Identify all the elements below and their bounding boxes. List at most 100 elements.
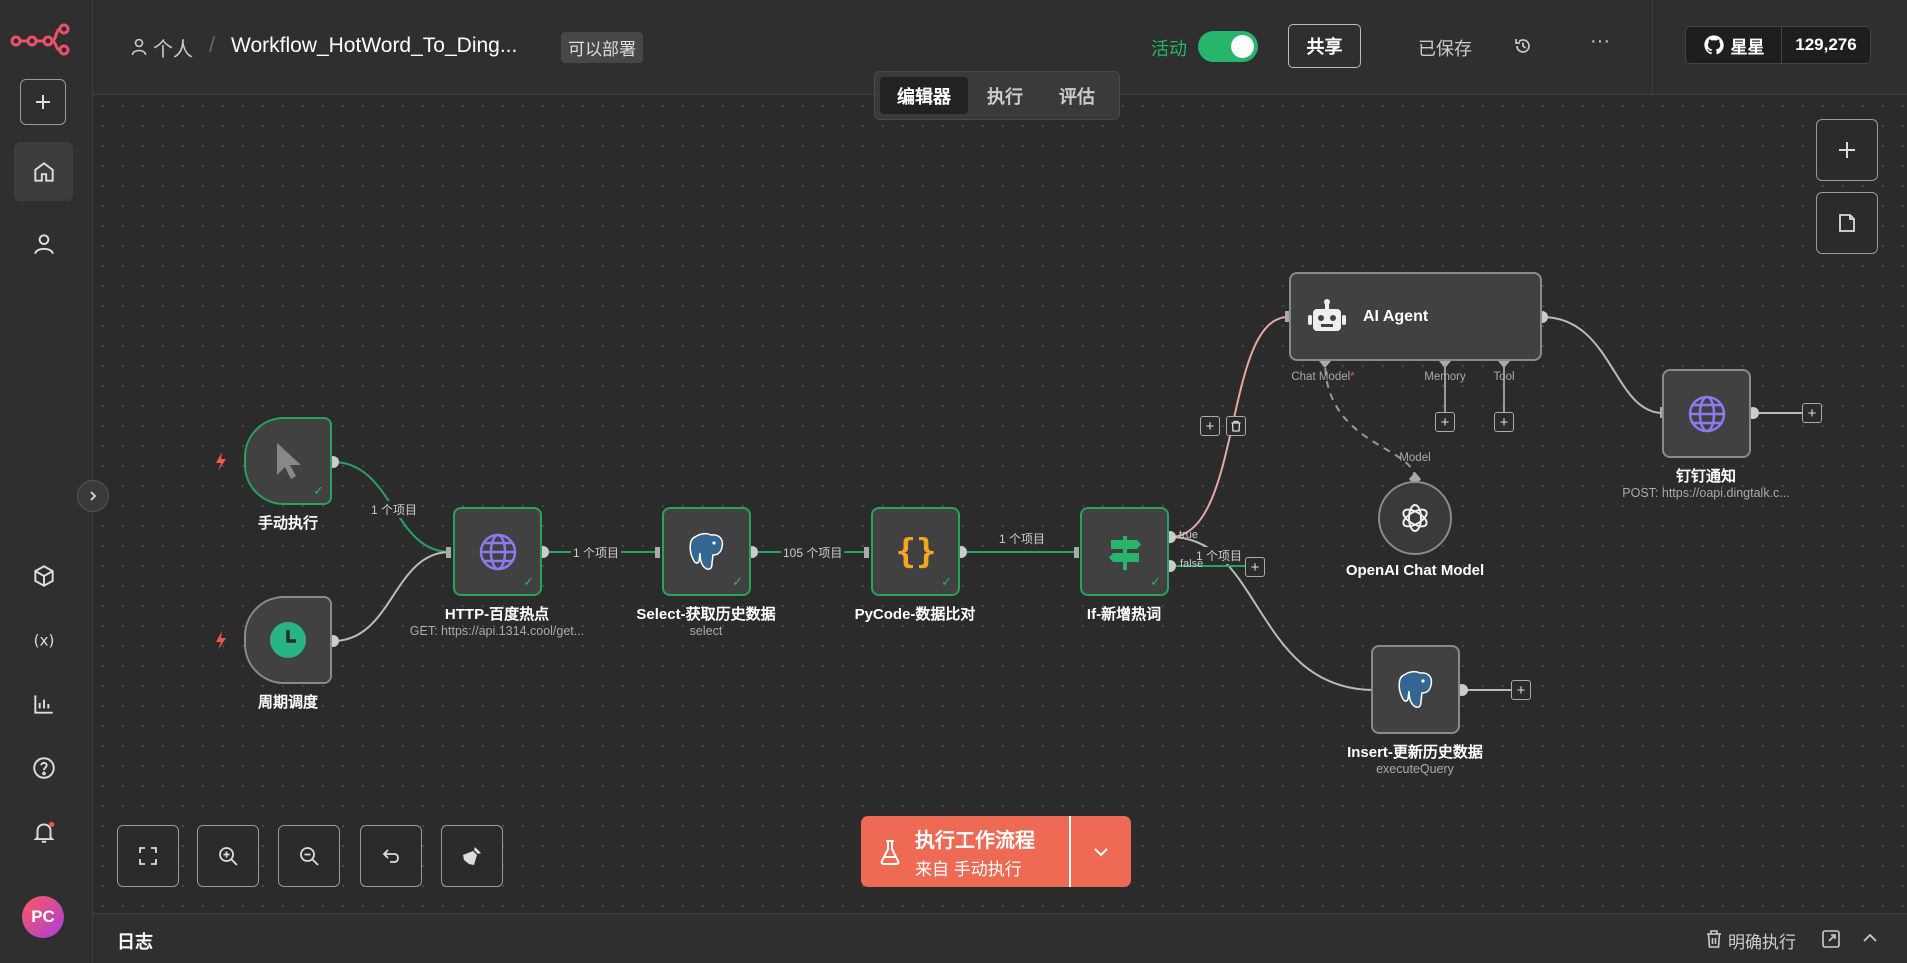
notifications-button[interactable]	[14, 802, 73, 861]
header-divider	[1652, 0, 1653, 95]
tab-editor[interactable]: 编辑器	[880, 77, 968, 114]
workflow-name[interactable]: Workflow_HotWord_To_Ding...	[231, 34, 518, 57]
execute-workflow-main[interactable]: 执行工作流程 来自 手动执行	[861, 816, 1071, 887]
github-stars-button[interactable]: 星星 129,276	[1685, 26, 1871, 64]
trash-icon[interactable]	[1705, 929, 1723, 949]
node-dingding-http[interactable]	[1662, 369, 1751, 458]
chevron-up-icon[interactable]	[1862, 932, 1878, 944]
logs-label: 日志	[117, 932, 153, 952]
node-if[interactable]: ✓	[1080, 507, 1169, 596]
dingding-add-button[interactable]: +	[1802, 403, 1822, 423]
tidy-up-button[interactable]	[441, 825, 503, 887]
clear-execution-button[interactable]: 明确执行	[1728, 933, 1796, 952]
success-check-icon: ✓	[523, 574, 534, 589]
clock-icon	[270, 622, 306, 658]
node-http-subtitle: GET: https://api.1314.cool/get...	[409, 624, 585, 638]
add-tool-button[interactable]: +	[1494, 412, 1514, 432]
view-tabs: 编辑器 执行 评估	[874, 71, 1120, 120]
flask-icon	[880, 839, 900, 865]
node-schedule-trigger[interactable]	[244, 596, 332, 684]
bell-icon	[33, 821, 54, 843]
trigger-bolt-icon-2	[216, 631, 226, 650]
node-postgres-select[interactable]: ✓	[662, 507, 751, 596]
tab-executions[interactable]: 执行	[987, 86, 1023, 107]
success-check-icon: ✓	[313, 483, 324, 498]
breadcrumb-separator: /	[209, 32, 216, 57]
sidebar-expand-button[interactable]	[77, 480, 109, 512]
users-button[interactable]	[14, 214, 73, 273]
execute-workflow-button[interactable]: 执行工作流程 来自 手动执行	[861, 816, 1131, 887]
execute-options-dropdown[interactable]	[1071, 816, 1131, 887]
avatar-initials: PC	[31, 907, 55, 926]
zoom-out-button[interactable]	[278, 825, 340, 887]
edge-delete-button[interactable]	[1226, 416, 1246, 436]
if-false-add-button[interactable]: +	[1245, 557, 1265, 577]
edge-add-node-button[interactable]: +	[1200, 416, 1220, 436]
node-postgres-insert[interactable]	[1371, 645, 1460, 734]
add-button[interactable]	[20, 79, 66, 125]
logs-panel-bar[interactable]: 日志 明确执行	[93, 913, 1907, 963]
execute-workflow-subtitle: 来自 手动执行	[915, 859, 1022, 879]
person-icon	[131, 38, 147, 56]
robot-icon	[1308, 298, 1346, 331]
node-schedule-label: 周期调度	[257, 694, 319, 711]
edge-label-http-select: 1 个项目	[571, 544, 622, 561]
if-true-port-label: true	[1179, 529, 1198, 541]
workflow-canvas[interactable]: 1 个项目 1 个项目 105 个项目 1 个项目 1 个项目 true fal…	[93, 96, 1907, 913]
help-icon	[32, 756, 55, 779]
insights-button[interactable]	[14, 674, 73, 733]
zoom-out-icon	[300, 847, 319, 866]
zoom-in-button[interactable]	[197, 825, 259, 887]
edge-schedule-http	[332, 551, 451, 642]
chevron-right-icon	[90, 491, 97, 501]
more-options-button[interactable]: ···	[1590, 30, 1610, 52]
agent-port-memory: Memory	[1424, 371, 1466, 383]
cube-icon	[33, 564, 54, 587]
node-select-subtitle: select	[689, 624, 723, 638]
success-check-icon: ✓	[732, 574, 743, 589]
required-marker: *	[1350, 371, 1355, 383]
execute-workflow-title: 执行工作流程	[915, 829, 1035, 852]
edge-label-select-pycode: 105 个项目	[781, 544, 845, 561]
code-braces-icon: {}	[895, 532, 936, 572]
node-openai-chat-model[interactable]	[1378, 481, 1452, 555]
fit-view-button[interactable]	[117, 825, 179, 887]
node-ai-agent[interactable]: AI Agent	[1289, 272, 1542, 361]
postgres-elephant-icon	[689, 532, 723, 570]
github-label: 星星	[1730, 37, 1765, 57]
node-code[interactable]: {} ✓	[871, 507, 960, 596]
n8n-logo-icon[interactable]	[10, 18, 72, 58]
edge-if-insert	[1169, 536, 1376, 691]
undo-button[interactable]	[360, 825, 422, 887]
add-memory-button[interactable]: +	[1435, 412, 1455, 432]
success-check-icon: ✓	[1150, 574, 1161, 589]
home-icon	[33, 161, 54, 182]
tab-evaluations[interactable]: 评估	[1059, 86, 1095, 107]
home-button[interactable]	[14, 142, 73, 201]
deploy-badge: 可以部署	[561, 32, 643, 63]
openai-port-model: Model	[1399, 452, 1431, 464]
edge-label-if-insert: 1 个项目	[1194, 547, 1245, 564]
history-icon[interactable]	[1513, 36, 1533, 56]
agent-port-tool: Tool	[1493, 371, 1515, 383]
share-button[interactable]: 共享	[1288, 24, 1361, 68]
node-insert-subtitle: executeQuery	[1376, 762, 1454, 776]
globe-icon	[1688, 395, 1725, 432]
if-false-port-label: false	[1180, 558, 1204, 570]
help-button[interactable]	[14, 738, 73, 797]
active-toggle[interactable]	[1198, 31, 1258, 62]
avatar[interactable]: PC	[22, 896, 64, 938]
add-node-button[interactable]	[1816, 119, 1878, 181]
node-select-label: Select-获取历史数据	[636, 606, 776, 623]
node-http-request[interactable]: ✓	[453, 507, 542, 596]
node-agent-label: AI Agent	[1363, 307, 1429, 325]
breadcrumb-owner[interactable]: 个人	[153, 39, 193, 61]
templates-button[interactable]	[14, 546, 73, 605]
insert-add-button[interactable]: +	[1511, 680, 1531, 700]
variables-button[interactable]: (x)	[14, 610, 73, 669]
node-manual-trigger[interactable]: ✓	[244, 417, 332, 505]
svg-text:{}: {}	[895, 532, 936, 572]
open-panel-icon[interactable]	[1821, 929, 1841, 949]
add-sticky-note-button[interactable]	[1816, 192, 1878, 254]
edge-label-pycode-if: 1 个项目	[997, 530, 1048, 547]
